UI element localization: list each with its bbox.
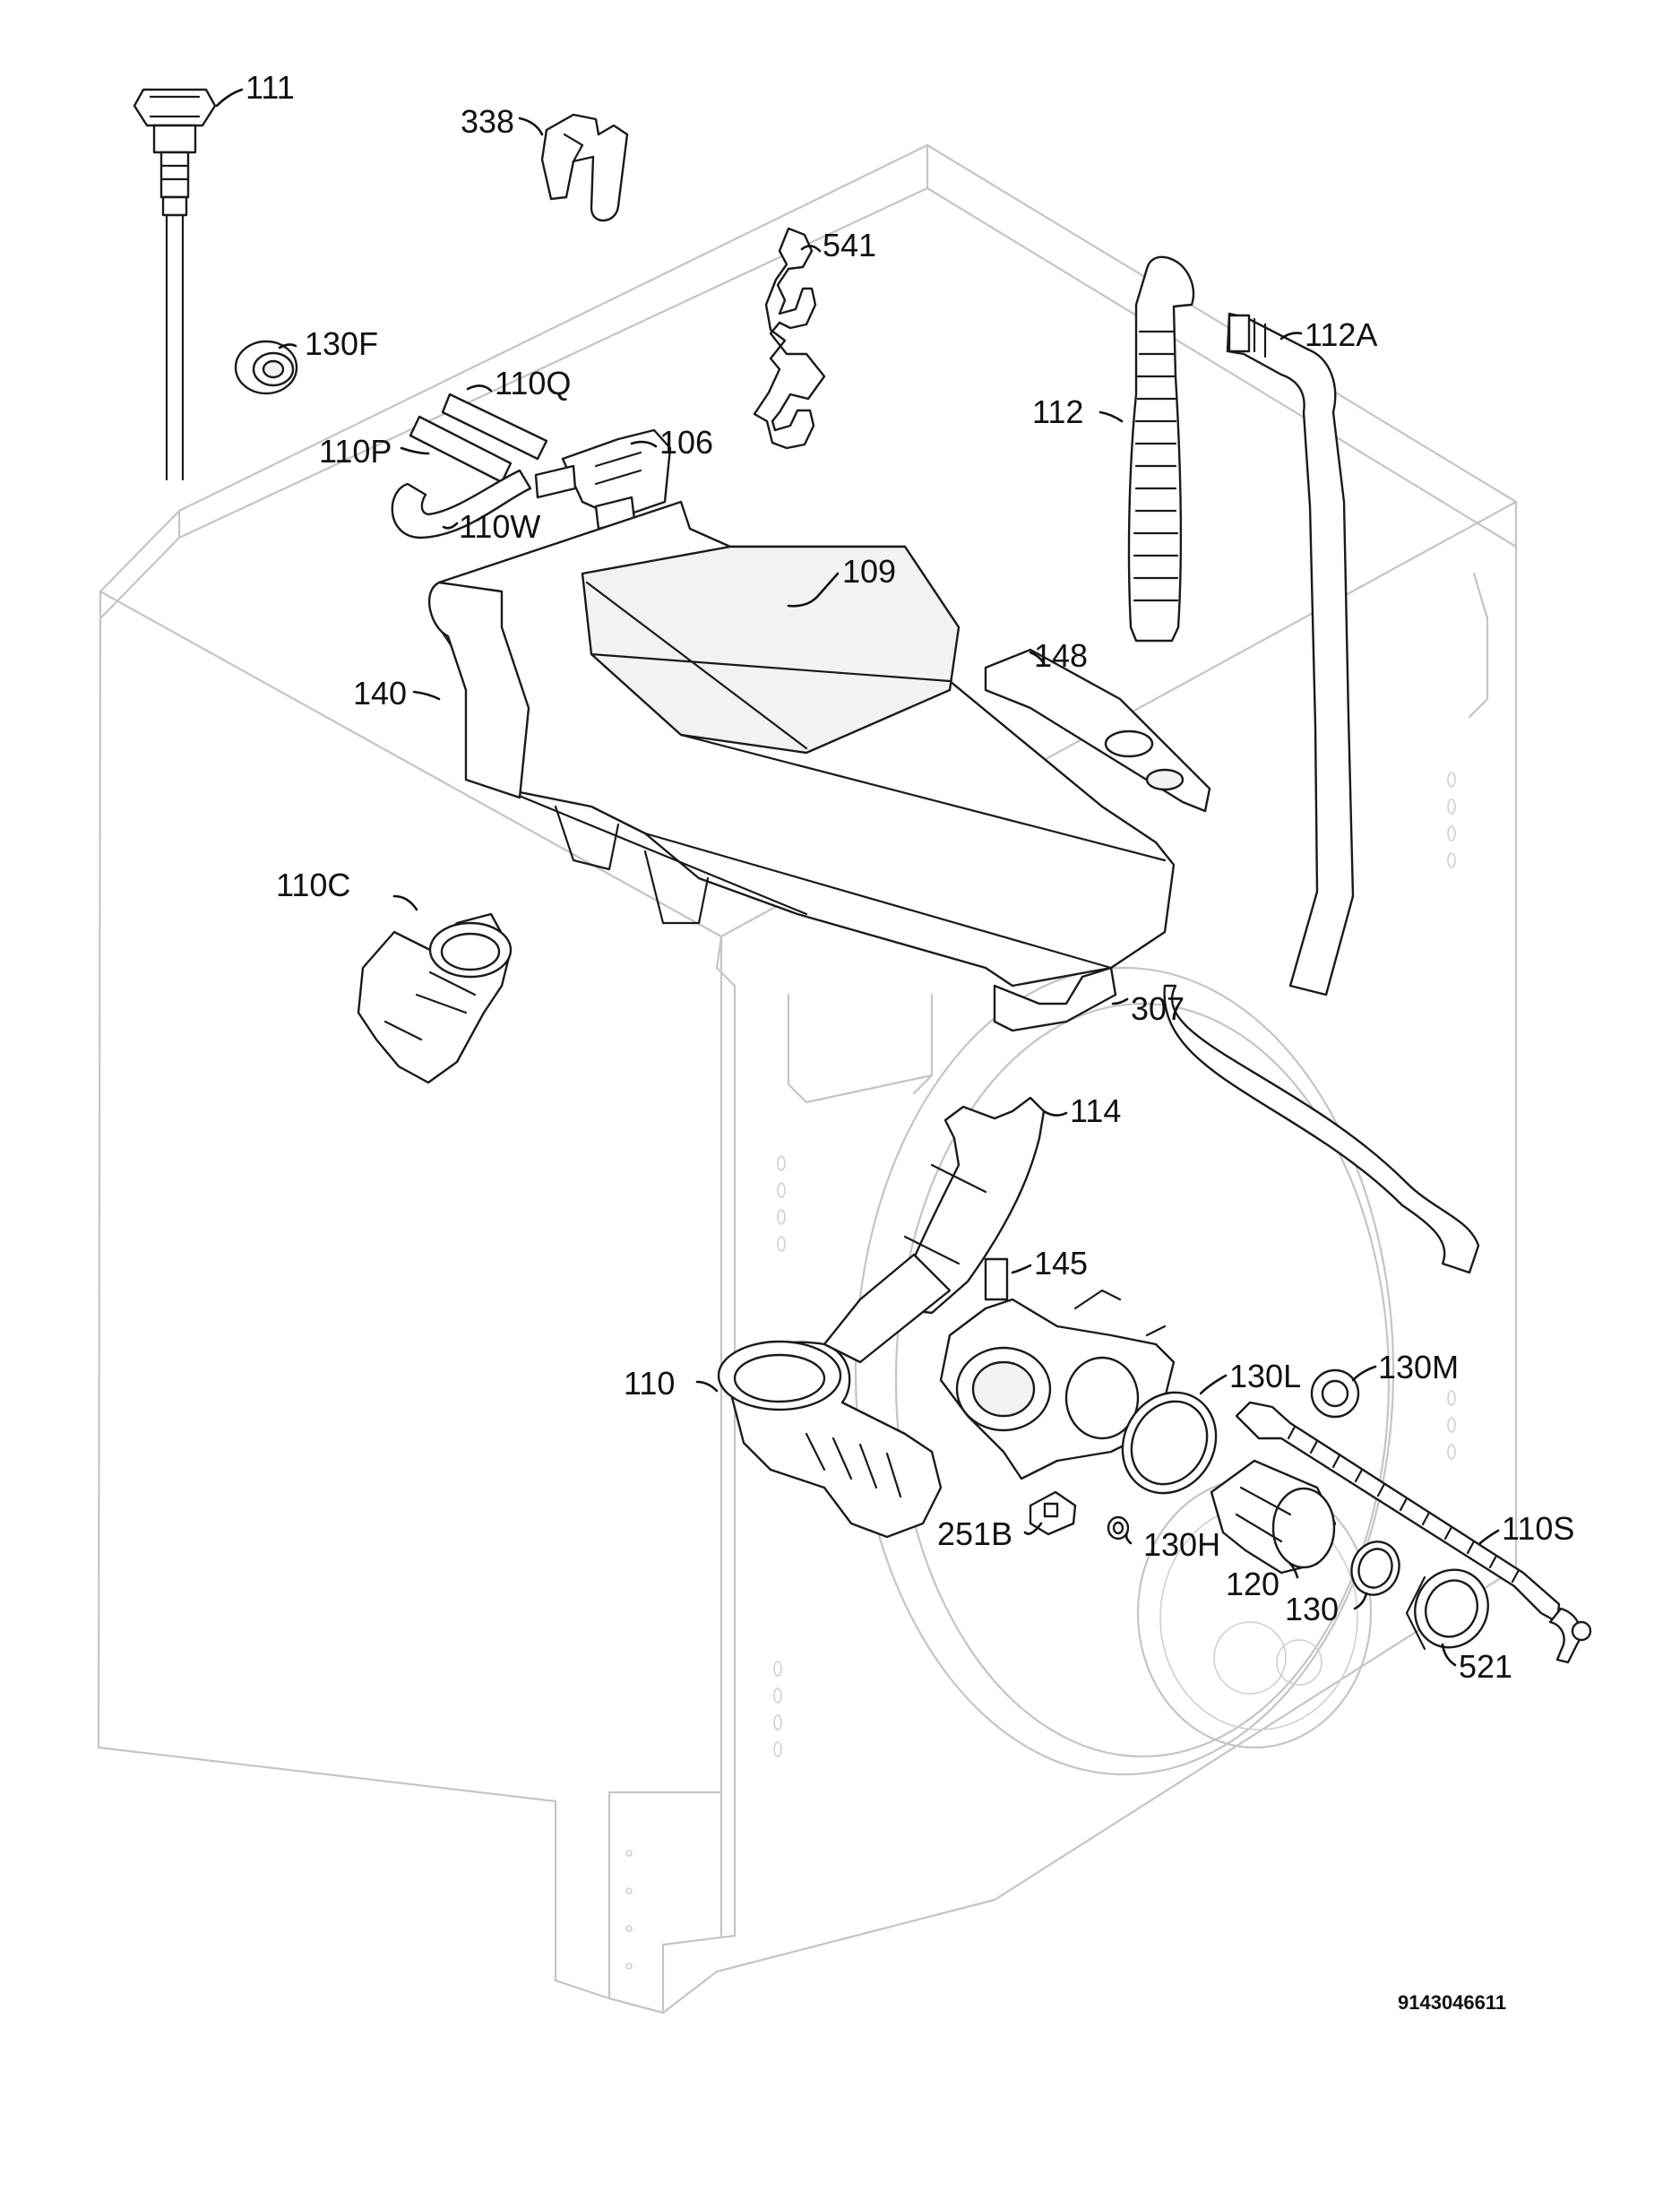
dispenser-tubes-part[interactable] [391, 393, 548, 539]
seal-130M-part[interactable] [1310, 1368, 1360, 1419]
label-114[interactable]: 114 [1070, 1092, 1121, 1129]
label-145[interactable]: 145 [1034, 1245, 1088, 1282]
filter-part[interactable] [1210, 1459, 1337, 1575]
label-130M[interactable]: 130M [1378, 1349, 1459, 1385]
label-130F[interactable]: 130F [305, 325, 378, 362]
outlet-hose-fitting-part[interactable] [1226, 312, 1355, 997]
label-148[interactable]: 148 [1034, 637, 1088, 674]
label-110C[interactable]: 110C [276, 867, 350, 903]
label-130[interactable]: 130 [1285, 1591, 1339, 1627]
dispenser-hose-part[interactable] [894, 1096, 1046, 1315]
drawing-number: 9143046611 [1398, 1991, 1506, 2014]
hose-clip-part[interactable] [540, 113, 629, 222]
seal-130-part[interactable] [1344, 1535, 1406, 1601]
label-521[interactable]: 521 [1459, 1648, 1512, 1685]
label-541[interactable]: 541 [823, 227, 876, 263]
label-110W[interactable]: 110W [459, 508, 540, 545]
seal-130H-part[interactable] [1107, 1515, 1130, 1540]
machine-cabinet-outline [97, 143, 1518, 2015]
label-109[interactable]: 109 [842, 553, 896, 590]
label-111[interactable]: 111 [246, 69, 295, 106]
sump-part[interactable] [939, 1257, 1176, 1480]
pump-seal-ring-part[interactable] [1105, 1376, 1235, 1510]
drawer-front-slide-part[interactable] [993, 966, 1117, 1032]
grommet-part[interactable] [234, 340, 298, 395]
label-112[interactable]: 112 [1032, 393, 1083, 430]
label-106[interactable]: 106 [659, 424, 713, 461]
hose-support-clip-part[interactable] [753, 227, 826, 450]
drain-hose-110S-part[interactable] [1235, 1401, 1592, 1664]
filter-cap-part[interactable] [1402, 1558, 1501, 1660]
label-112A[interactable]: 112A [1305, 316, 1377, 353]
label-110P[interactable]: 110P [319, 433, 392, 470]
label-110S[interactable]: 110S [1502, 1510, 1574, 1547]
detergent-drawer-housing-part[interactable] [427, 500, 1176, 988]
label-130L[interactable]: 130L [1229, 1358, 1301, 1394]
label-110[interactable]: 110 [624, 1365, 675, 1402]
cabinet-vent-slots [625, 772, 1456, 1970]
part-labels: 111 338 541 130F 110Q 110P 106 110W 112A… [246, 69, 1574, 2014]
drawer-handle-insert-part[interactable] [984, 648, 1211, 813]
label-130H[interactable]: 130H [1143, 1526, 1220, 1563]
label-251B[interactable]: 251B [937, 1515, 1012, 1552]
drain-hose-part[interactable] [1127, 255, 1480, 1274]
label-140[interactable]: 140 [353, 675, 407, 712]
inlet-hose-part[interactable] [133, 88, 217, 481]
label-307[interactable]: 307 [1131, 990, 1185, 1027]
drain-bellows-part[interactable] [717, 1253, 952, 1539]
leader-lines [215, 88, 1500, 1667]
label-110Q[interactable]: 110Q [495, 365, 571, 401]
label-120[interactable]: 120 [1226, 1566, 1279, 1602]
bellows-part[interactable] [357, 912, 513, 1084]
label-338[interactable]: 338 [461, 103, 514, 140]
